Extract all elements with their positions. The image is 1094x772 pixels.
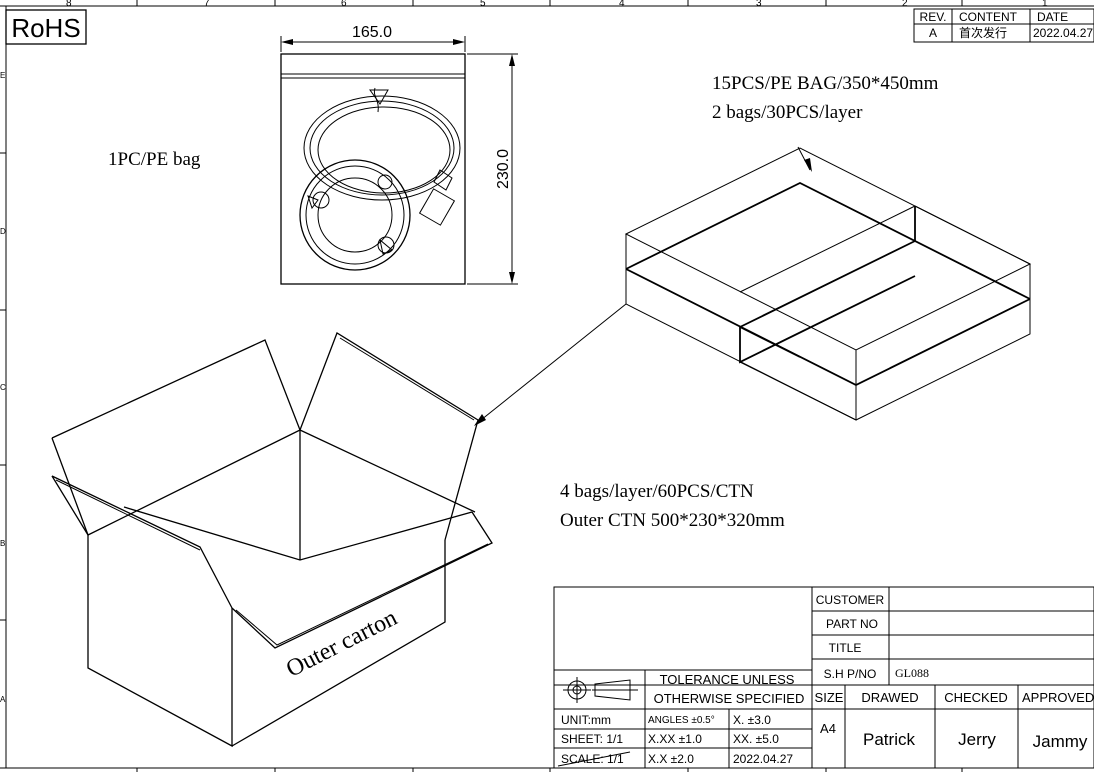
carton-note-line2: Outer CTN 500*230*320mm [560, 510, 785, 531]
xx-tolerance: XX. ±5.0 [733, 732, 779, 746]
drawed-label: DRAWED [861, 690, 918, 705]
zone-label: 7 [204, 0, 210, 9]
sheet-label: SHEET: 1/1 [561, 732, 623, 746]
bag-height-dimension: 230.0 [467, 53, 518, 285]
title-block: CUSTOMER PART NO TITLE S.H P/NO GL088 TO… [553, 586, 1094, 769]
zone-label: 1 [1042, 0, 1048, 9]
revision-table: REV. CONTENT DATE A 首次发行 2022.04.27 [913, 8, 1094, 43]
zone-label: 3 [756, 0, 762, 9]
xxx-tolerance: X.XX ±1.0 [648, 732, 702, 746]
projection-symbol-icon [563, 677, 638, 703]
rohs-label: RoHS [11, 13, 80, 43]
carton-label: Outer carton [282, 605, 401, 683]
zone-label: A [0, 695, 6, 704]
zone-label: 8 [66, 0, 72, 9]
bag-label: 1PC/PE bag [108, 149, 201, 170]
title-label: TITLE [829, 641, 862, 655]
customer-label: CUSTOMER [816, 593, 885, 607]
zone-label: 2 [902, 0, 908, 9]
unit-label: UNIT:mm [561, 713, 611, 727]
zone-label: 5 [480, 0, 486, 9]
outer-carton-drawing: Outer carton [51, 332, 493, 748]
bag-width-label: 165.0 [352, 24, 392, 41]
zone-label: E [0, 71, 5, 80]
carton-note-line1: 4 bags/layer/60PCS/CTN [560, 481, 754, 502]
sh-pno-label: S.H P/NO [824, 667, 877, 681]
approved-value: Jammy [1033, 732, 1088, 751]
zone-label: B [0, 539, 5, 548]
angles-tolerance: ANGLES ±0.5° [648, 715, 715, 726]
tolerance-line2: OTHERWISE SPECIFIED [654, 691, 805, 706]
zone-label: 6 [341, 0, 347, 9]
xx2-tolerance: X.X ±2.0 [648, 752, 694, 766]
checked-label: CHECKED [944, 690, 1008, 705]
tolerance-line1: TOLERANCE UNLESS [660, 672, 795, 687]
checked-value: Jerry [958, 730, 996, 749]
sh-pno-value: GL088 [895, 666, 929, 680]
rev-header: REV. [920, 10, 947, 24]
size-label: SIZE [815, 690, 844, 705]
rev-value: A [929, 26, 937, 40]
size-value: A4 [820, 721, 836, 736]
bag-height-label: 230.0 [495, 149, 512, 189]
layer-note-line1: 15PCS/PE BAG/350*450mm [712, 73, 939, 94]
bag-width-dimension: 165.0 [280, 24, 466, 52]
zone-labels-left: E D C B A [0, 71, 6, 704]
rohs-stamp: RoHS [5, 9, 87, 45]
zone-label: C [0, 383, 6, 392]
layer-note-line2: 2 bags/30PCS/layer [712, 102, 863, 123]
x-tolerance: X. ±3.0 [733, 713, 771, 727]
layer-block-isometric [624, 147, 1032, 421]
content-value: 首次发行 [959, 25, 1007, 40]
content-header: CONTENT [959, 10, 1018, 24]
zone-labels-top: 8 7 6 5 4 3 2 1 [66, 0, 1048, 9]
pe-bag-drawing [280, 53, 466, 285]
title-block-date: 2022.04.27 [733, 752, 793, 766]
scale-label: SCALE: 1/1 [561, 752, 624, 766]
drawed-value: Patrick [863, 730, 915, 749]
approved-label: APPROVED [1022, 690, 1094, 705]
part-no-label: PART NO [826, 617, 878, 631]
zone-label: 4 [619, 0, 625, 9]
date-value: 2022.04.27 [1033, 26, 1093, 40]
zone-label: D [0, 227, 6, 236]
date-header: DATE [1037, 10, 1068, 24]
